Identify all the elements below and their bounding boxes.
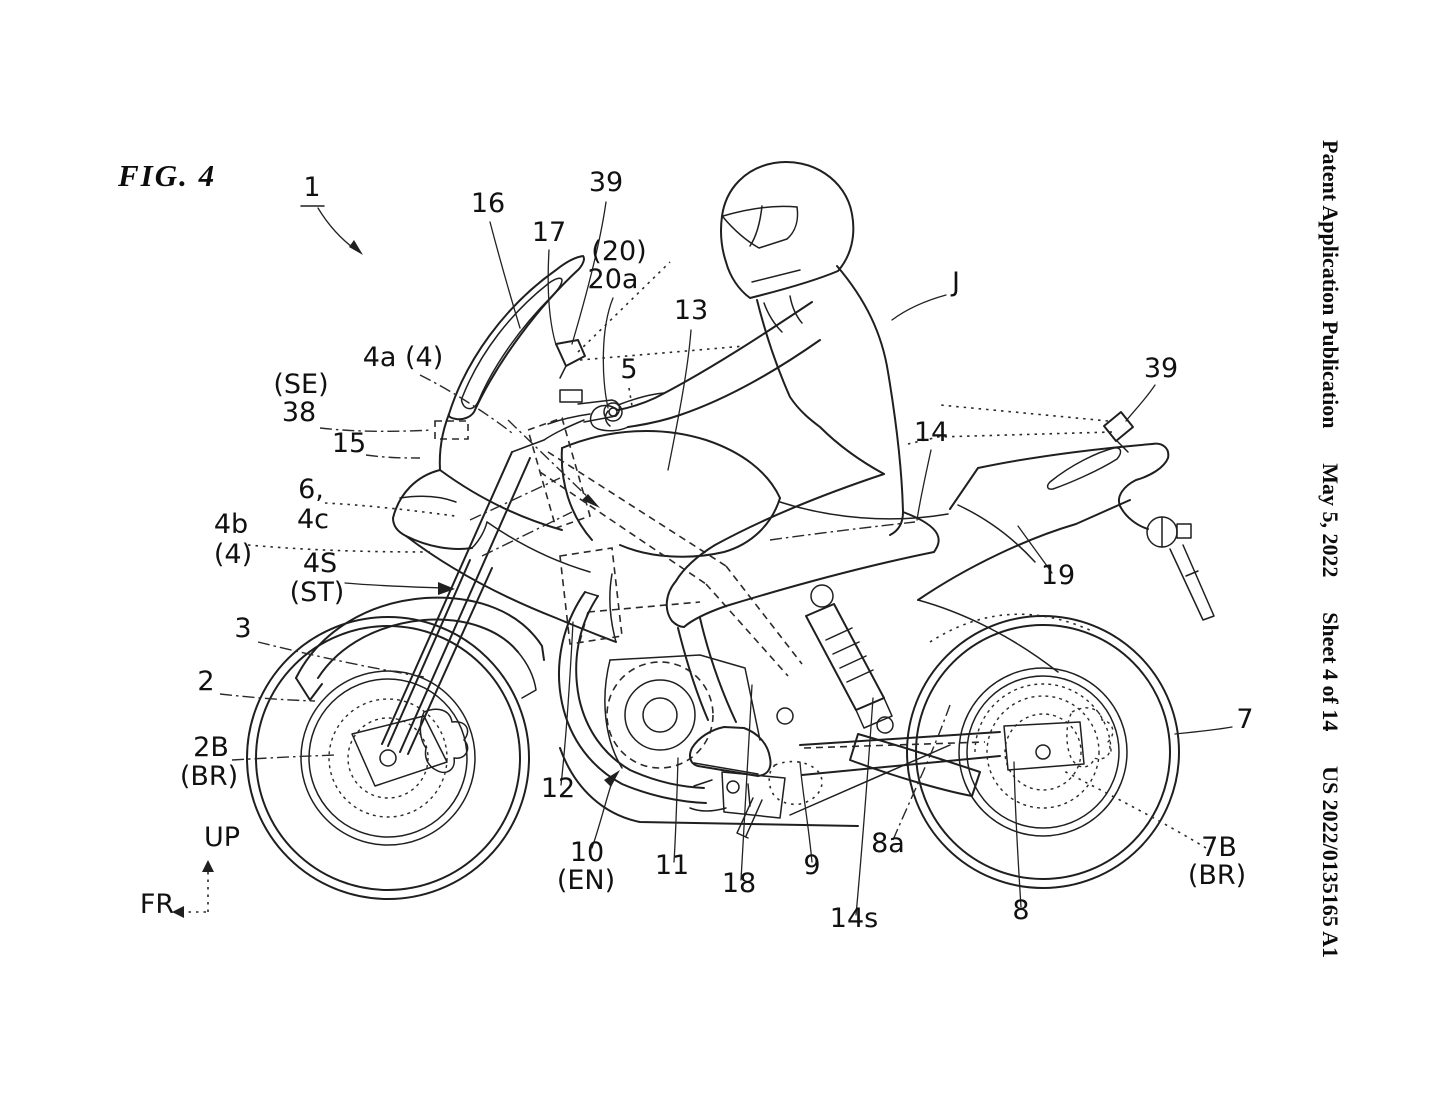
ref-label-8-29: 8 xyxy=(1012,895,1029,926)
ref-label-15-14: 15 xyxy=(332,428,366,459)
ref-label-3-21: 3 xyxy=(234,613,251,644)
ref-label-4b-17: 4b xyxy=(214,509,248,540)
figure-title: FIG. 4 xyxy=(118,158,217,193)
ref-label-4-18: (4) xyxy=(214,539,252,570)
ref-label-13-6: 13 xyxy=(674,295,708,326)
ref-label-5-8: 5 xyxy=(620,354,637,385)
ref-label-J-7: J xyxy=(950,267,960,298)
ref-label-18-33: 18 xyxy=(722,868,756,899)
ref-label-11-34: 11 xyxy=(655,850,689,881)
leader-lines xyxy=(219,201,1233,916)
hidden-frame-lines xyxy=(469,416,916,677)
ref-label-20a-5: 20a xyxy=(588,264,639,295)
tail-and-rear-cowl xyxy=(917,411,1215,673)
ref-label-10-35: 10 xyxy=(570,837,604,868)
ref-label-FR-39: FR xyxy=(140,889,174,920)
rear-sensor-39 xyxy=(1103,411,1134,442)
ref-label-39-10: 39 xyxy=(1144,353,1178,384)
ref-label-39-3: 39 xyxy=(589,167,623,198)
orientation-axes xyxy=(172,860,214,918)
ref-label-1-0: 1 xyxy=(303,172,320,203)
front-fork-and-fender xyxy=(295,439,545,755)
ref-label-EN-36: (EN) xyxy=(557,865,615,896)
ref-label-2B-23: 2B xyxy=(193,732,229,763)
ref-label-7-26: 7 xyxy=(1236,704,1253,735)
ref-label-ST-20: (ST) xyxy=(290,577,345,608)
ref-label-9-32: 9 xyxy=(803,850,820,881)
ref-label-4c-16: 4c xyxy=(297,504,329,535)
ref-label-4S-19: 4S xyxy=(303,548,337,579)
ref-label-14-9: 14 xyxy=(914,417,948,448)
ref-label-BR-28: (BR) xyxy=(1188,860,1246,891)
ref-label-12-37: 12 xyxy=(541,773,575,804)
ref-label-20-4: (20) xyxy=(591,236,646,267)
sensor-beams xyxy=(507,261,1113,508)
ref-label-BR-24: (BR) xyxy=(180,761,238,792)
fairing-and-tank xyxy=(392,413,949,643)
helmet xyxy=(720,161,855,299)
ref-label-8a-30: 8a xyxy=(871,828,905,859)
rear-wheel xyxy=(906,615,1180,889)
ref-label-19-25: 19 xyxy=(1041,560,1075,591)
ref-label-6-15: 6, xyxy=(298,474,324,505)
ref-label-2-22: 2 xyxy=(197,666,214,697)
engine-and-exhaust xyxy=(558,591,859,839)
ref-label-4a4-11: 4a (4) xyxy=(363,342,444,373)
ref-label-16-1: 16 xyxy=(471,188,505,219)
ref-label-7B-27: 7B xyxy=(1201,832,1237,863)
rear-suspension xyxy=(776,584,1001,816)
windscreen-and-cockpit xyxy=(434,255,665,441)
front-wheel xyxy=(246,616,530,900)
ref-label-UP-38: UP xyxy=(204,822,240,853)
ref-label-38-13: 38 xyxy=(282,397,316,428)
ref-label-17-2: 17 xyxy=(532,217,566,248)
ref-label-14s-31: 14s xyxy=(830,903,878,934)
ref-label-SE-12: (SE) xyxy=(273,369,328,400)
sensor-38-box xyxy=(434,420,469,440)
